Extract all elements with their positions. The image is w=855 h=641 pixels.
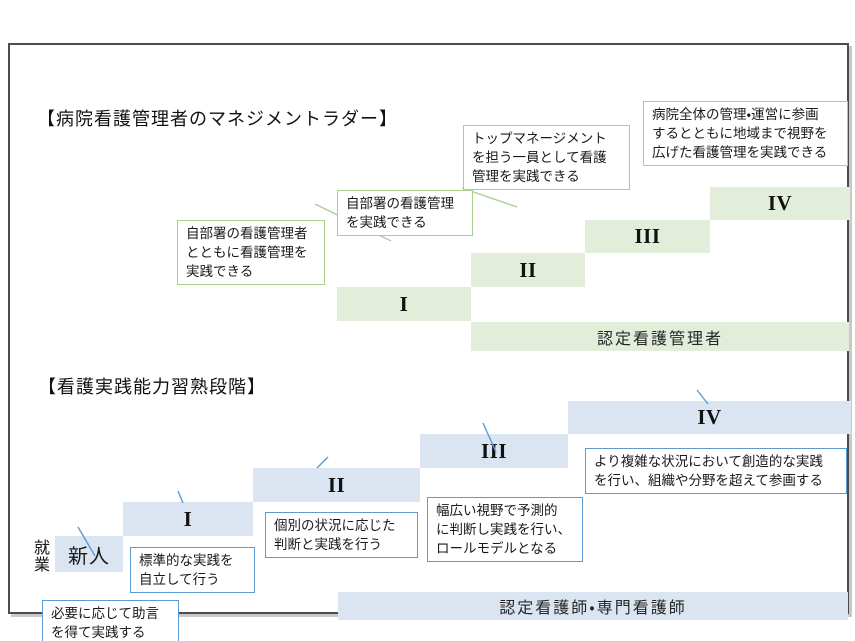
practice-step-1-callout: 標準的な実践を 自立して行う: [130, 547, 255, 593]
mgmt-step-2: II: [471, 253, 585, 287]
mgmt-step-1: I: [337, 287, 471, 321]
mgmt-step-3-callout: トップマネージメント を担う一員として看護 管理を実践できる: [463, 125, 630, 190]
practice-step-3-label: III: [480, 438, 508, 463]
practice-step-4-label: IV: [697, 405, 722, 429]
mgmt-step-4-label: IV: [767, 191, 793, 215]
mgmt-step-1-label: I: [399, 291, 409, 316]
practice-step-2-callout: 個別の状況に応じた 判断と実践を行う: [265, 512, 418, 558]
practice-step-4: IV: [568, 401, 851, 434]
practice-step-3-callout: 幅広い視野で予測的 に判断し実践を行い、 ロールモデルとなる: [427, 497, 583, 562]
mgmt-step-2-label: II: [519, 257, 537, 282]
practice-step-3: III: [420, 434, 568, 468]
practice-step-novice: 新人: [55, 536, 123, 572]
management-ladder-title: 【病院看護管理者のマネジメントラダー】: [37, 109, 398, 129]
practice-step-novice-label: 新人: [68, 545, 110, 568]
mgmt-certification-bar: 認定看護管理者: [471, 322, 849, 351]
practice-step-1: I: [123, 502, 253, 536]
practice-stages-title: 【看護実践能力習熟段階】: [38, 377, 266, 397]
mgmt-step-3: III: [585, 220, 710, 253]
mgmt-step-3-label: III: [634, 224, 661, 248]
mgmt-step-2-callout: 自部署の看護管理 を実践できる: [337, 190, 473, 236]
practice-certification-bar: 認定看護師・専門看護師: [338, 592, 848, 620]
mgmt-step-4-callout: 病院全体の管理・運営に参画 するとともに地域まで視野を 広げた看護管理を実践でき…: [643, 101, 848, 166]
practice-step-1-label: I: [183, 506, 193, 531]
mgmt-step-1-callout: 自部署の看護管理者 とともに看護管理を 実践できる: [177, 220, 325, 285]
practice-step-2: II: [253, 468, 420, 502]
practice-step-2-label: II: [327, 472, 346, 497]
practice-step-4-callout: より複雑な状況において創造的な実践 を行い、組織や分野を超えて参画する: [585, 448, 847, 494]
mgmt-step-4: IV: [710, 187, 850, 220]
employment-start-label: 就業: [31, 539, 48, 573]
practice-novice-callout: 必要に応じて助言 を得て実践する: [42, 600, 179, 641]
diagram-frame: 【病院看護管理者のマネジメントラダー】 I II III IV 認定看護管理者 …: [8, 43, 851, 641]
